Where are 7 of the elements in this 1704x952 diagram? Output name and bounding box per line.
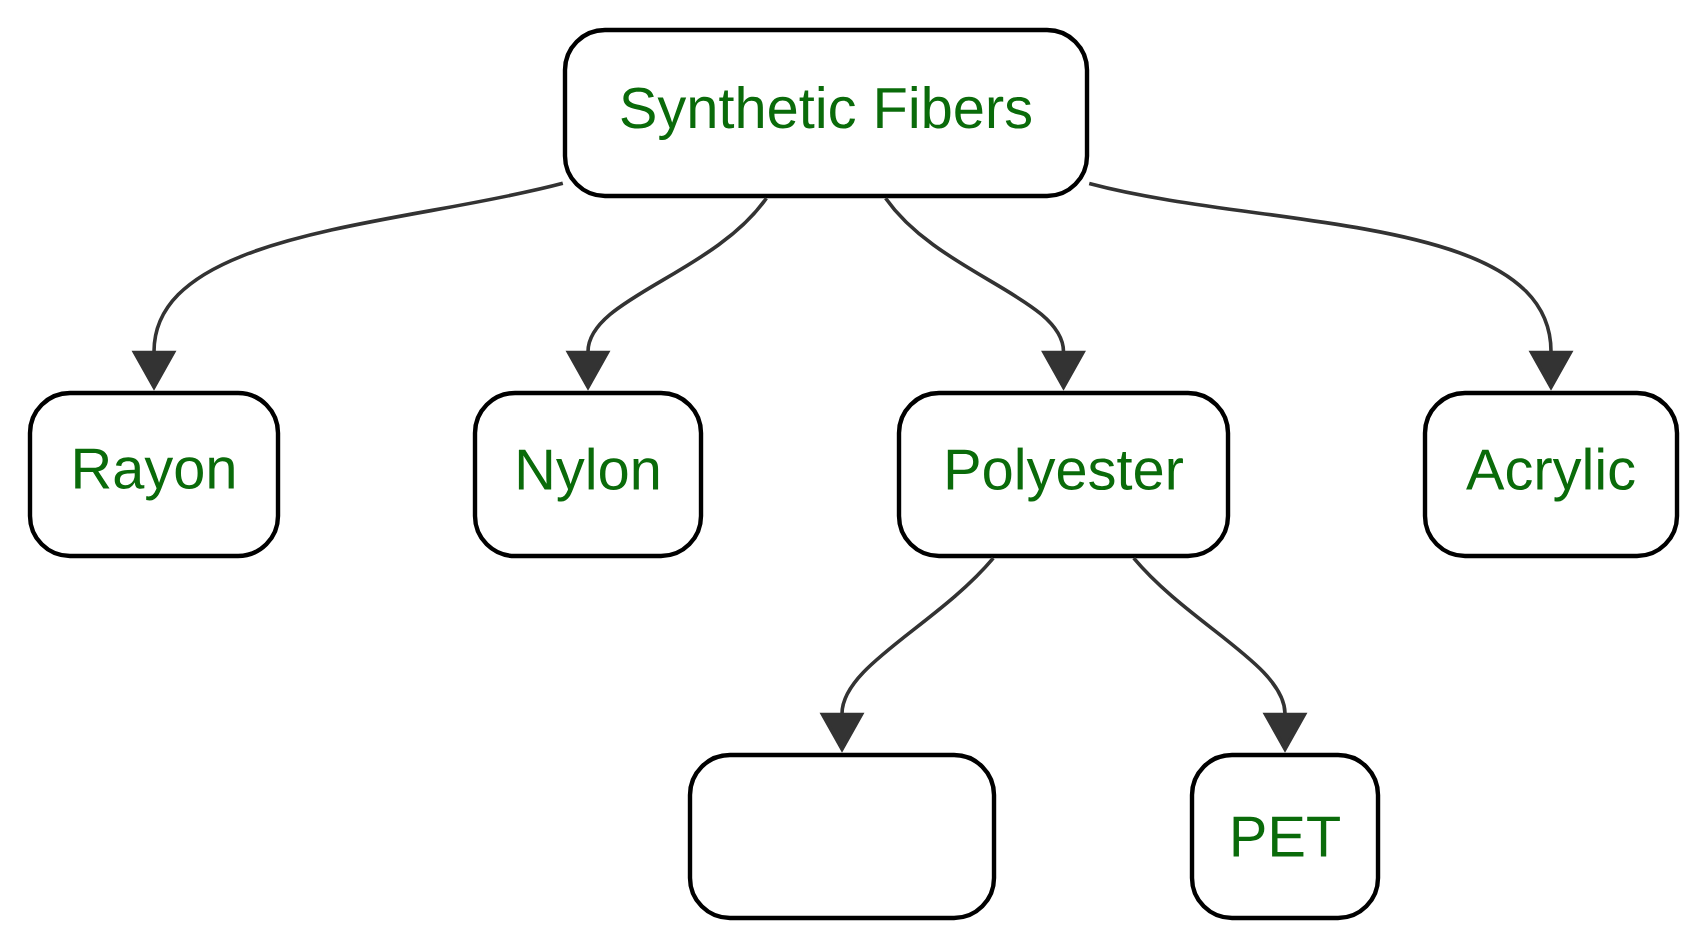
node-box: Acrylic: [1422, 390, 1680, 559]
node-box: Synthetic Fibers: [562, 27, 1090, 199]
node-box: PET: [1189, 752, 1381, 921]
node-box: Polyester: [896, 390, 1231, 559]
empty-box: [687, 752, 997, 921]
node-box: Nylon: [472, 390, 704, 559]
node-box: Rayon: [27, 390, 281, 559]
